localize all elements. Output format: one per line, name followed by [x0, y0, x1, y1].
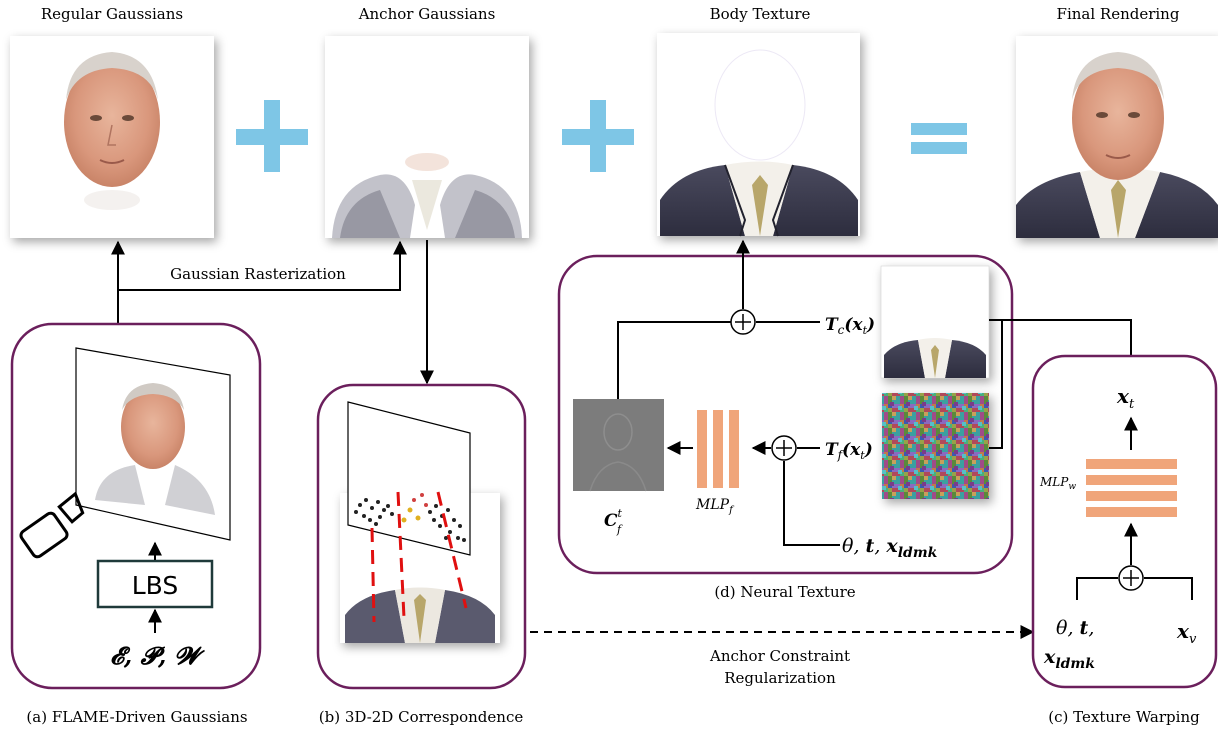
panel-b-frame — [316, 383, 527, 690]
title-body-texture: Body Texture — [710, 5, 811, 23]
plus-sign-2 — [562, 100, 634, 172]
flame-render-plane — [75, 347, 231, 541]
final-rendering-image — [1016, 36, 1218, 238]
xv-label: xv — [1176, 619, 1197, 647]
tf-noise-texture — [882, 393, 989, 499]
gaussian-rasterization-label: Gaussian Rasterization — [170, 265, 346, 283]
title-anchor-gaussians: Anchor Gaussians — [358, 5, 496, 23]
caption-a: (a) FLAME-Driven Gaussians — [26, 708, 247, 726]
title-final-rendering: Final Rendering — [1057, 5, 1180, 23]
anchor-gaussians-image — [325, 36, 529, 238]
neural-texture-condition: θ, t, xldmk — [842, 535, 938, 561]
cond-to-sum-line — [783, 461, 840, 546]
warp-condition-line2: xldmk — [1043, 646, 1095, 672]
camera-icon — [19, 491, 85, 559]
caption-c: (c) Texture Warping — [1048, 708, 1200, 726]
xt-label: xt — [1116, 384, 1135, 412]
warp-cond-left-line — [1076, 577, 1118, 600]
mlp-f-label: MLPf — [695, 497, 735, 516]
tf-label: Tf(xt) — [825, 440, 873, 462]
tc-to-tf-line — [989, 319, 1003, 449]
flame-params: 𝓔, 𝓟, 𝓦 — [110, 641, 205, 670]
tc-texture-image — [880, 265, 990, 379]
mlp-f-block — [697, 410, 739, 488]
cf-feature-map — [573, 399, 664, 492]
caption-b: (b) 3D-2D Correspondence — [319, 708, 524, 726]
anchor-constraint-line1: Anchor Constraint — [709, 647, 850, 665]
gaussian-rasterization-connector — [111, 240, 407, 325]
title-regular-gaussians: Regular Gaussians — [41, 5, 183, 23]
warp-cond-right-line — [1144, 577, 1193, 600]
panel-d-frame — [557, 254, 1014, 575]
equals-sign — [911, 123, 967, 154]
warp-condition-line1: θ, t, — [1056, 617, 1094, 639]
body-texture-image — [657, 33, 860, 237]
lbs-label: LBS — [132, 571, 179, 600]
plus-sign-1 — [236, 100, 308, 172]
mlp-w-label: MLPw — [1039, 475, 1076, 492]
panel-c-frame — [1031, 354, 1218, 689]
xt-feed-line — [989, 319, 1132, 356]
caption-d: (d) Neural Texture — [714, 583, 855, 601]
cf-to-sum-line — [617, 321, 731, 399]
lbs-box — [96, 559, 214, 609]
mlp-w-block — [1086, 459, 1177, 517]
panel-a-frame — [10, 322, 262, 690]
anchor-constraint-line2: Regularization — [724, 669, 836, 687]
regular-gaussians-image — [10, 36, 214, 238]
tc-label: Tc(xt) — [825, 315, 875, 337]
correspondence-image — [340, 401, 500, 643]
